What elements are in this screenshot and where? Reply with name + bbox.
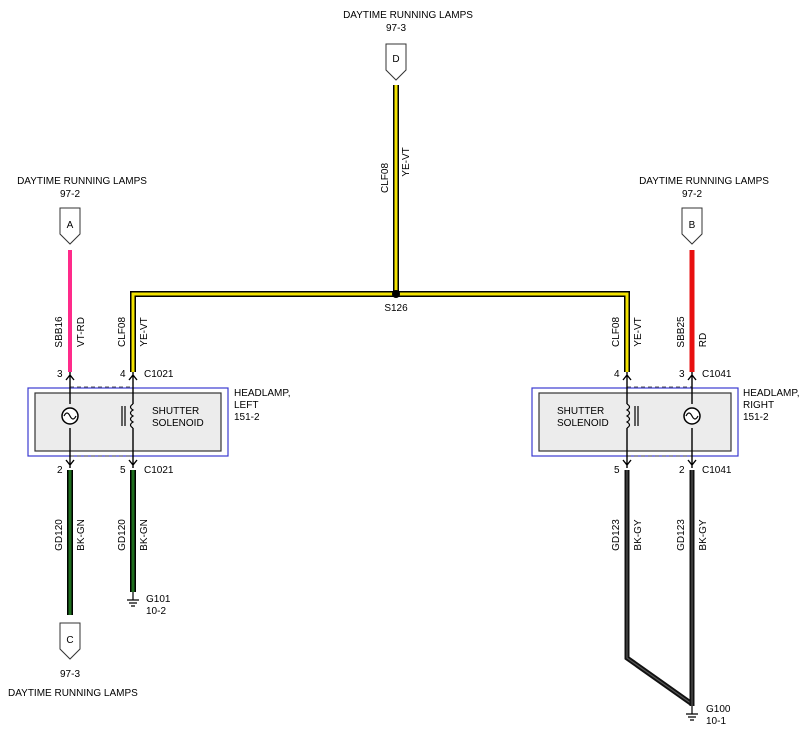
left-top-connector-shape[interactable] <box>59 207 81 245</box>
left-bottom-connector-shape[interactable] <box>59 622 81 660</box>
left-headlamp-bottom-pins <box>65 451 138 468</box>
splice-dot <box>392 290 400 298</box>
wire-right-ground-a-core <box>626 470 693 705</box>
wire-left-feed-color: VT-RD <box>76 317 87 347</box>
right-top-connector-id: C1041 <box>702 369 732 380</box>
top-connector-letter: D <box>392 54 399 65</box>
splice-label: S126 <box>384 303 408 314</box>
left-top-connector-title: DAYTIME RUNNING LAMPS <box>17 176 147 187</box>
right-solenoid-core-icon <box>634 406 639 426</box>
top-connector-page: 97-3 <box>386 23 406 34</box>
ground-g100-page: 10-1 <box>706 716 726 727</box>
wire-left-ground-b-circuit: GD120 <box>117 519 128 551</box>
wire-right-ground-a[interactable] <box>624 470 694 707</box>
right-headlamp-side: RIGHT <box>743 400 774 411</box>
left-headlamp-connector-dash <box>70 386 133 457</box>
right-headlamp-bottom-pins <box>622 451 697 468</box>
left-bottom-connector-letter: C <box>66 635 73 646</box>
right-pin-top-a: 4 <box>614 369 620 380</box>
left-bottom-connector-id: C1021 <box>144 465 174 476</box>
wire-right-ground-a-color: BK-GY <box>633 519 644 550</box>
ground-g100-label: G100 <box>706 704 731 715</box>
left-solenoid-core-icon <box>121 406 126 426</box>
right-top-connector-shape[interactable] <box>681 207 703 245</box>
left-pin-bottom-b: 5 <box>120 465 126 476</box>
left-headlamp-name: HEADLAMP, <box>234 388 291 399</box>
left-headlamp-page: 151-2 <box>234 412 260 423</box>
left-pin-top-b: 4 <box>120 369 126 380</box>
wire-left-shutter-circuit: CLF08 <box>117 317 128 347</box>
ground-g101-page: 10-2 <box>146 606 166 617</box>
left-headlamp[interactable]: SHUTTER SOLENOID <box>27 372 229 468</box>
right-top-connector-page: 97-2 <box>682 189 702 200</box>
right-solenoid-coil-icon <box>625 403 631 429</box>
right-top-connector-title: DAYTIME RUNNING LAMPS <box>639 176 769 187</box>
left-bottom-connector-title: DAYTIME RUNNING LAMPS <box>8 688 138 699</box>
ground-g101-icon <box>127 592 139 607</box>
wire-top-feed-circuit: CLF08 <box>380 163 391 193</box>
wire-right-ground-a-circuit: GD123 <box>611 519 622 551</box>
left-top-connector-letter: A <box>67 220 74 231</box>
top-connector-shape[interactable] <box>385 43 407 81</box>
ground-g100-icon <box>686 706 698 721</box>
left-solenoid-label-2: SOLENOID <box>152 418 204 429</box>
right-bottom-connector-id: C1041 <box>702 465 732 476</box>
left-solenoid-label-1: SHUTTER <box>152 406 199 417</box>
left-lamp-filament <box>63 412 77 420</box>
wire-left-feed-circuit: SBB16 <box>54 316 65 348</box>
right-headlamp-top-pins <box>622 372 697 393</box>
right-headlamp-connector-dash <box>627 386 692 457</box>
wire-right-ground-b-circuit: GD123 <box>676 519 687 551</box>
right-lamp-filament <box>685 412 699 420</box>
wire-yellow-bus-outline <box>130 291 630 372</box>
right-headlamp[interactable]: SHUTTER SOLENOID <box>531 372 739 468</box>
left-pin-bottom-a: 2 <box>57 465 63 476</box>
wire-right-ground-b-color: BK-GY <box>698 519 709 550</box>
left-top-connector-page: 97-2 <box>60 189 80 200</box>
right-pin-bottom-b: 2 <box>679 465 685 476</box>
wire-right-feed-color: RD <box>698 333 709 347</box>
wire-left-shutter-color: YE-VT <box>139 317 150 346</box>
right-headlamp-name: HEADLAMP, <box>743 388 800 399</box>
left-headlamp-side: LEFT <box>234 400 258 411</box>
wire-right-shutter-color: YE-VT <box>633 317 644 346</box>
right-solenoid-label-2: SOLENOID <box>557 418 609 429</box>
wire-right-shutter-circuit: CLF08 <box>611 317 622 347</box>
left-bottom-connector-page: 97-3 <box>60 669 80 680</box>
right-solenoid-label-1: SHUTTER <box>557 406 604 417</box>
right-headlamp-page: 151-2 <box>743 412 769 423</box>
top-connector-title: DAYTIME RUNNING LAMPS <box>343 10 473 21</box>
wire-left-ground-a-circuit: GD120 <box>54 519 65 551</box>
wire-left-ground-b-color: BK-GN <box>139 519 150 551</box>
left-pin-top-a: 3 <box>57 369 63 380</box>
right-pin-bottom-a: 5 <box>614 465 620 476</box>
ground-g101-label: G101 <box>146 594 171 605</box>
wire-right-feed-circuit: SBB25 <box>676 316 687 348</box>
wire-yellow-bus[interactable] <box>131 292 629 372</box>
left-headlamp-top-pins <box>65 372 138 393</box>
wire-left-ground-a-color: BK-GN <box>76 519 87 551</box>
right-top-connector-letter: B <box>689 220 696 231</box>
wire-top-feed-color: YE-VT <box>401 147 412 176</box>
right-pin-top-b: 3 <box>679 369 685 380</box>
left-top-connector-id: C1021 <box>144 369 174 380</box>
left-solenoid-coil-icon <box>129 403 135 429</box>
